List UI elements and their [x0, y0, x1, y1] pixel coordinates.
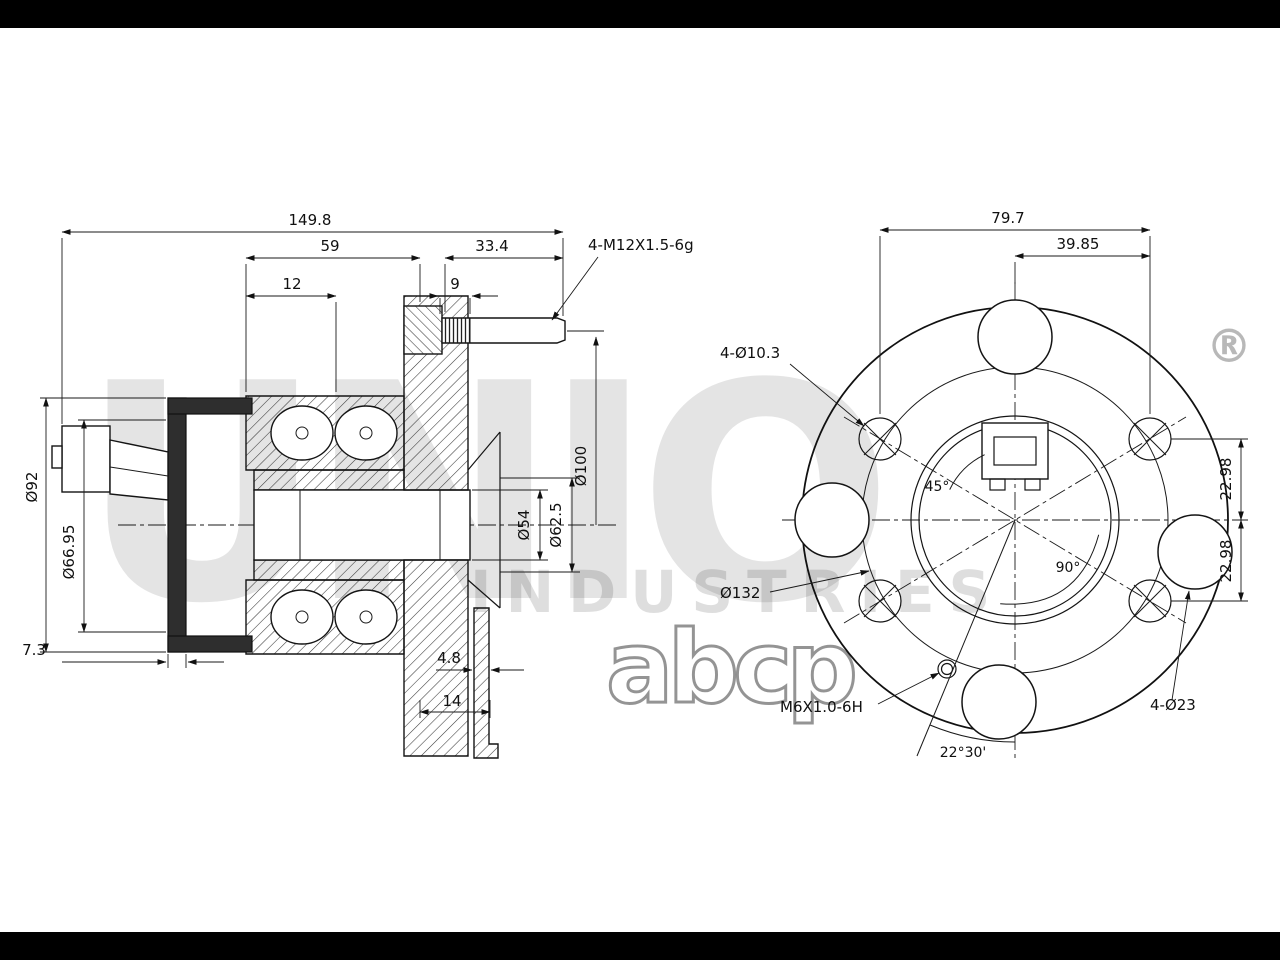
- service-thread-leader: [877, 672, 940, 705]
- watermark: UNIO INDUSTRIES abcp ®: [80, 319, 1252, 728]
- left-dimensions: 149.8 59 33.4 12 9 4-M12X1.5-6g Ø92 Ø66.…: [22, 211, 694, 718]
- dim-pilot-dia: Ø62.5: [547, 502, 565, 547]
- dim-cap-offset: 12: [282, 275, 301, 293]
- stud-holes: [858, 417, 1172, 623]
- dim-offset-lower: 22.98: [1217, 540, 1235, 583]
- dim-bore-dia: Ø54: [515, 510, 533, 541]
- dim-small-holes: 4-Ø10.3: [720, 344, 780, 362]
- bottom-bar: [0, 932, 1280, 960]
- dim-pcd-dia: Ø100: [572, 446, 590, 486]
- dim-stud-span: 79.7: [991, 209, 1024, 227]
- flange-bell: [467, 431, 501, 609]
- dim-hub-depth: 59: [320, 237, 339, 255]
- flange-view: [782, 282, 1248, 762]
- large-holes-leader: [1171, 590, 1191, 701]
- angle-line-2230: [916, 519, 1016, 757]
- dim-service-thread: M6X1.0-6H: [780, 698, 863, 716]
- dim-stud-spec: 4-M12X1.5-6g: [588, 236, 694, 254]
- stud-spec-leader: [551, 256, 599, 321]
- large-holes: [794, 299, 1233, 740]
- bearing-rollers: [270, 405, 398, 645]
- dim-flange-thickness: 4.8: [437, 649, 461, 667]
- angle-arc-45: [949, 454, 985, 490]
- dust-shield: [473, 607, 499, 759]
- dim-cap-lip: 7.3: [22, 641, 46, 659]
- service-hole: [937, 659, 957, 679]
- diagonal-centerline: [843, 416, 1187, 624]
- dim-stud-length: 33.4: [475, 237, 508, 255]
- inner-race-bottom: [253, 559, 405, 581]
- inner-race-top: [253, 469, 405, 491]
- flange-dia-leader: [769, 569, 870, 593]
- top-bar: [0, 0, 1280, 28]
- dim-cap-dia: Ø92: [23, 472, 41, 503]
- watermark-registered-mark: ®: [1206, 319, 1252, 373]
- dim-angle-90: 90°: [1056, 560, 1081, 576]
- dim-head-width: 9: [450, 275, 460, 293]
- bearing-cap: [167, 397, 253, 653]
- watermark-industries: INDUSTRIES: [470, 558, 1004, 626]
- dim-total-length: 149.8: [289, 211, 332, 229]
- dim-bearing-dia: Ø66.95: [60, 525, 78, 580]
- stud-thread: [441, 317, 471, 344]
- diagonal-centerline: [843, 416, 1187, 624]
- angle-arc-2230: [929, 724, 1016, 743]
- abs-connector-face: [981, 422, 1049, 491]
- watermark-abcp-logo: abcp: [606, 609, 854, 726]
- hub-bore: [253, 489, 471, 561]
- dim-flange-depth: 14: [442, 692, 461, 710]
- dim-offset-upper: 22.98: [1217, 458, 1235, 501]
- dim-stud-half-span: 39.85: [1057, 235, 1100, 253]
- dim-flange-dia: Ø132: [720, 584, 760, 602]
- right-dimensions: 79.7 39.85 22.98 22.98 4-Ø10.3 Ø132 M6X1…: [720, 209, 1248, 761]
- small-holes-leader: [789, 363, 865, 427]
- angle-arc-90: [1000, 534, 1100, 605]
- wheel-stud: [403, 305, 566, 355]
- stud-head: [403, 305, 443, 355]
- dim-large-holes: 4-Ø23: [1150, 696, 1196, 714]
- dim-angle-2230: 22°30': [940, 745, 986, 761]
- dim-angle-45: 45°: [925, 479, 950, 495]
